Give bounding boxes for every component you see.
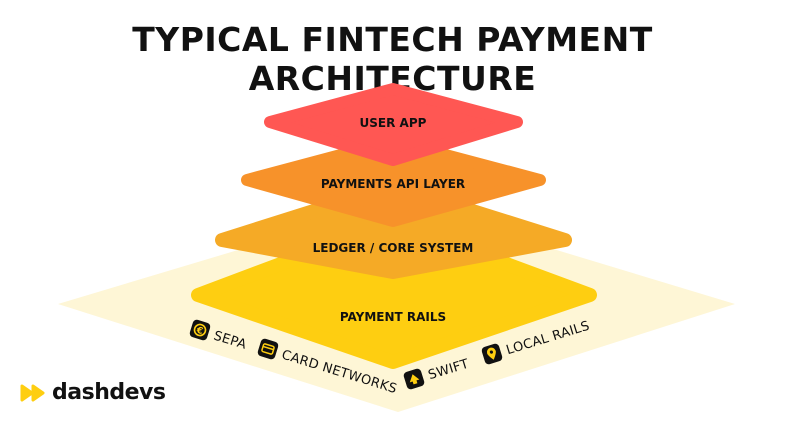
layer-payment-rails-label: PAYMENT RAILS (340, 310, 446, 324)
layer-user-app (264, 83, 523, 166)
card-icon (257, 338, 279, 360)
layer-ledger-core-system (215, 179, 572, 279)
layer-payment-rails (191, 215, 597, 369)
layer-payments-api-label: PAYMENTS API LAYER (321, 177, 465, 191)
brand-logo-icon (20, 384, 45, 401)
location-pin-icon (481, 343, 503, 365)
brand-logo: dashdevs (20, 380, 166, 405)
layer-payments-api (241, 135, 546, 227)
swift-icon (403, 368, 425, 390)
euro-icon: € (189, 319, 211, 341)
layer-ledger-label: LEDGER / CORE SYSTEM (313, 241, 474, 255)
svg-text:€: € (194, 325, 204, 337)
layer-user-app-label: USER APP (360, 116, 427, 130)
page-title: TYPICAL FINTECH PAYMENT ARCHITECTURE (132, 20, 653, 98)
brand-name: dashdevs (52, 380, 166, 405)
